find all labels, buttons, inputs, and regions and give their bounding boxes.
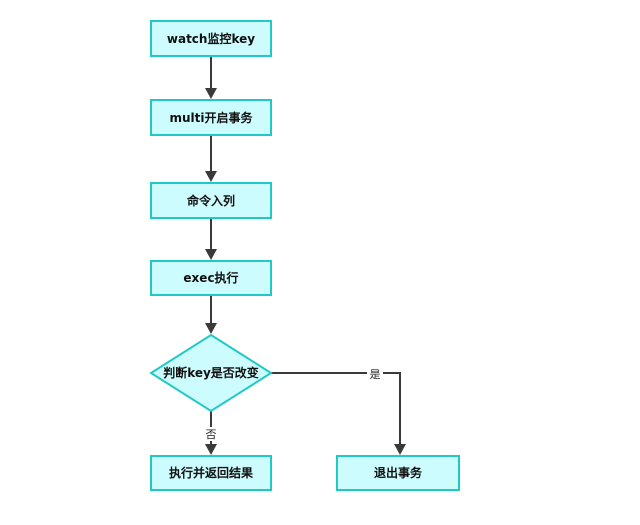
edge-label-no: 否: [206, 428, 217, 441]
edge-exec-to-decision: [205, 295, 217, 334]
edge-queue-to-exec: [205, 218, 217, 260]
edge-label-yes: 是: [370, 368, 381, 381]
arrowhead-icon: [394, 444, 406, 455]
edge-watch-to-multi: [205, 56, 217, 99]
node-exec: exec执行: [150, 260, 272, 296]
node-decision: 判断key是否改变: [149, 333, 273, 413]
node-label: 退出事务: [374, 465, 423, 480]
arrowhead-icon: [205, 444, 217, 455]
node-exit: 退出事务: [336, 455, 460, 491]
edge-multi-to-queue: [205, 135, 217, 182]
node-label: 执行并返回结果: [169, 465, 253, 480]
node-return-result: 执行并返回结果: [150, 455, 272, 491]
arrowhead-icon: [205, 171, 217, 182]
node-label: watch监控key: [167, 31, 255, 46]
node-label: multi开启事务: [169, 110, 253, 125]
node-multi: multi开启事务: [150, 99, 272, 136]
arrowhead-icon: [205, 323, 217, 334]
node-watch: watch监控key: [150, 20, 272, 57]
edge-decision-to-exit: 是: [271, 367, 406, 455]
node-label: exec执行: [183, 270, 238, 285]
arrowhead-icon: [205, 88, 217, 99]
node-label: 判断key是否改变: [163, 365, 259, 380]
node-queue: 命令入列: [150, 182, 272, 219]
arrowhead-icon: [205, 249, 217, 260]
edge-decision-to-return: 否: [203, 411, 219, 455]
node-label: 命令入列: [186, 193, 235, 208]
